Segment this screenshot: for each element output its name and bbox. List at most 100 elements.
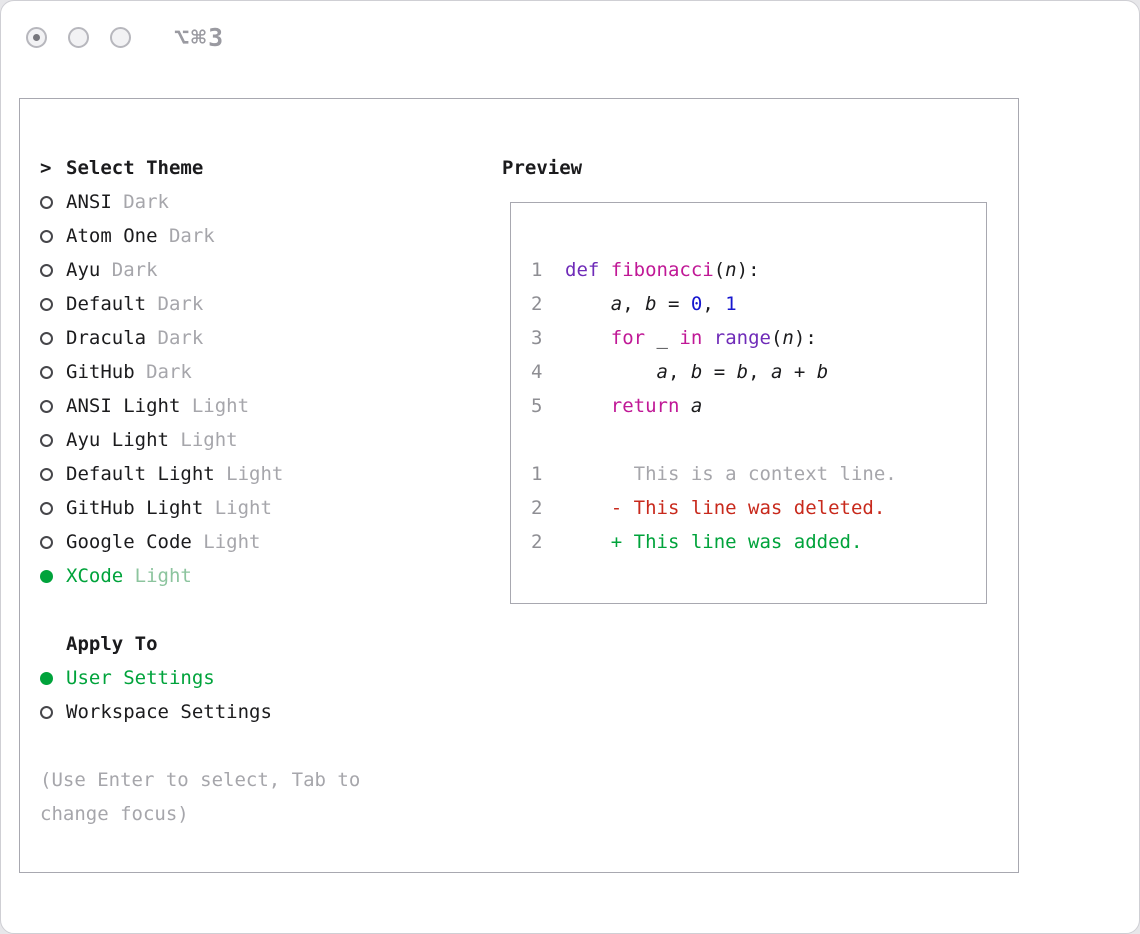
code-line: 3 for _ in range(n): xyxy=(531,321,986,355)
window-control-dot-icon xyxy=(33,34,40,41)
radio-icon xyxy=(40,297,53,311)
theme-label: Google Code xyxy=(66,531,192,553)
code-token xyxy=(565,361,657,383)
theme-label: ANSI Light xyxy=(66,395,181,417)
titlebar: ⌥⌘3 xyxy=(26,23,225,52)
theme-option-github-light-light[interactable]: GitHub Light Light xyxy=(40,491,450,525)
code-token: _ xyxy=(645,327,680,349)
cursor-caret: > xyxy=(40,157,52,179)
theme-variant: Light xyxy=(203,497,272,519)
apply-option-user-settings[interactable]: User Settings xyxy=(40,661,450,695)
code-token: 1 xyxy=(725,293,737,315)
code-token: = xyxy=(656,293,691,315)
radio-icon xyxy=(40,535,53,549)
window-control-close[interactable] xyxy=(26,27,47,48)
theme-variant: Dark xyxy=(100,259,158,281)
code-line: 5 return a xyxy=(531,389,986,423)
theme-variant: Light xyxy=(168,429,238,451)
theme-option-ayu-light-light[interactable]: Ayu Light Light xyxy=(40,423,450,457)
radio-icon xyxy=(40,467,53,481)
theme-option-google-code-light[interactable]: Google Code Light xyxy=(40,525,450,559)
code-token: n xyxy=(725,259,737,281)
code-token: 0 xyxy=(690,293,703,315)
line-number: 1 xyxy=(531,463,543,485)
theme-variant: Light xyxy=(123,565,192,587)
code-token: fibonacci xyxy=(610,259,714,281)
code-token: a xyxy=(770,361,783,383)
theme-option-ayu-dark[interactable]: Ayu Dark xyxy=(40,253,450,287)
code-token: , xyxy=(702,293,726,315)
theme-label: Ayu Light xyxy=(66,429,169,451)
theme-option-dracula-dark[interactable]: Dracula Dark xyxy=(40,321,450,355)
code-token: + xyxy=(782,361,817,383)
code-token: in xyxy=(679,327,703,349)
code-token: = xyxy=(702,361,737,383)
radio-cell xyxy=(40,331,66,345)
code-token xyxy=(679,395,690,417)
code-text: for _ in range(n): xyxy=(565,327,817,349)
code-text: a, b = b, a + b xyxy=(565,361,829,383)
code-text: a, b = 0, 1 xyxy=(565,293,737,315)
line-number: 3 xyxy=(531,327,543,349)
radio-cell xyxy=(40,501,66,515)
radio-icon xyxy=(40,705,53,719)
code-line: 4 a, b = b, a + b xyxy=(531,355,986,389)
theme-variant: Dark xyxy=(146,327,204,349)
code-token: a xyxy=(690,395,703,417)
code-line: 2 a, b = 0, 1 xyxy=(531,287,986,321)
radio-cell xyxy=(40,365,66,379)
code-token: b xyxy=(816,361,829,383)
code-token: , xyxy=(748,361,771,383)
window-control-zoom[interactable] xyxy=(110,27,131,48)
line-number: 2 xyxy=(531,531,543,553)
radio-cell xyxy=(40,569,66,583)
spacer xyxy=(40,729,450,763)
apply-to-title: Apply To xyxy=(40,627,450,661)
radio-selected-icon xyxy=(40,671,53,685)
code-text: return a xyxy=(565,395,703,417)
radio-cell xyxy=(40,297,66,311)
apply-option-label: Workspace Settings xyxy=(66,701,272,723)
theme-option-atom-one-dark[interactable]: Atom One Dark xyxy=(40,219,450,253)
code-token: ): xyxy=(793,327,817,349)
diff-line-deleted: 2 - This line was deleted. xyxy=(531,491,986,525)
line-number: 5 xyxy=(531,395,543,417)
radio-icon xyxy=(40,229,53,243)
theme-option-default-dark[interactable]: Default Dark xyxy=(40,287,450,321)
diff-line-added: 2 + This line was added. xyxy=(531,525,986,559)
code-token: n xyxy=(782,327,794,349)
theme-option-ansi-light-light[interactable]: ANSI Light Light xyxy=(40,389,450,423)
radio-cell xyxy=(40,705,66,719)
code-token: for xyxy=(610,327,646,349)
theme-variant: Dark xyxy=(157,225,215,247)
theme-option-default-light-light[interactable]: Default Light Light xyxy=(40,457,450,491)
line-number: 4 xyxy=(531,361,543,383)
theme-option-ansi-dark[interactable]: ANSI Dark xyxy=(40,185,450,219)
radio-icon xyxy=(40,433,53,447)
theme-variant: Dark xyxy=(111,191,169,213)
select-theme-title-label: Select Theme xyxy=(66,157,204,179)
code-token: return xyxy=(610,395,680,417)
code-token: a xyxy=(656,361,668,383)
keyboard-shortcut-label: ⌥⌘3 xyxy=(174,23,226,52)
window-control-minimize[interactable] xyxy=(68,27,89,48)
theme-option-xcode-light[interactable]: XCode Light xyxy=(40,559,450,593)
code-token: , xyxy=(667,361,691,383)
theme-label: Default xyxy=(66,293,147,315)
radio-cell xyxy=(40,671,66,685)
apply-to-title-label: Apply To xyxy=(66,633,158,655)
theme-label: ANSI xyxy=(66,191,112,213)
theme-variant: Dark xyxy=(134,361,192,383)
theme-variant: Light xyxy=(191,531,261,553)
code-token: , xyxy=(622,293,646,315)
code-token: ( xyxy=(713,259,726,281)
code-token: range xyxy=(713,327,771,349)
theme-option-github-dark[interactable]: GitHub Dark xyxy=(40,355,450,389)
apply-option-workspace-settings[interactable]: Workspace Settings xyxy=(40,695,450,729)
radio-icon xyxy=(40,195,53,209)
